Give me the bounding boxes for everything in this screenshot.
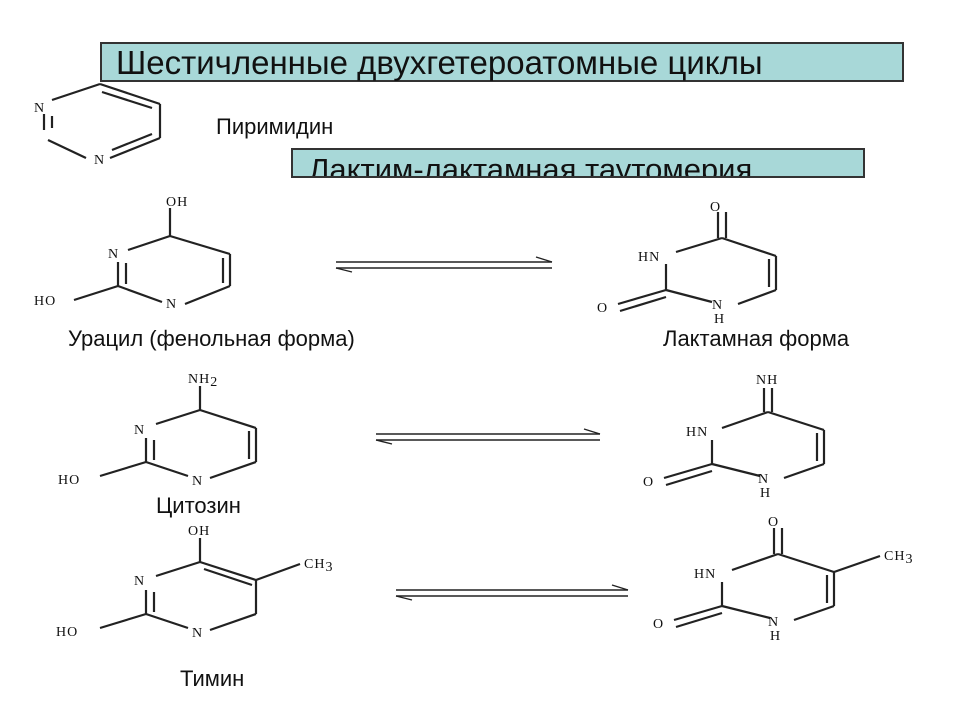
cytosine-tautomer-hn: HN <box>686 425 708 440</box>
uracil-lactam-o4: O <box>710 200 721 215</box>
cytosine-tautomer-n: N <box>758 472 769 487</box>
equilibrium-arrow-3 <box>395 584 629 601</box>
main-title: Шестичленные двухгетероатомные циклы <box>100 42 904 82</box>
thymine-tautomer-structure: O HN N H O CH3 <box>653 515 913 644</box>
pyrimidine-n3: N <box>94 153 105 168</box>
thymine-structure: OH N N HO CH3 <box>56 524 333 641</box>
caption-cytosine: Цитозин <box>156 493 241 518</box>
thymine-ch3-sub: 3 <box>325 560 333 575</box>
cytosine-n1: N <box>134 423 145 438</box>
thymine-oh: OH <box>188 524 210 539</box>
uracil-lactam-o2: O <box>597 301 608 316</box>
uracil-lactam-structure: O HN N H O <box>597 200 778 327</box>
cytosine-nh2-sub: 2 <box>210 375 218 390</box>
thymine-ho: HO <box>56 625 78 640</box>
cytosine-n3: N <box>192 474 203 489</box>
uracil-phenol-structure: OH N N HO <box>34 195 232 312</box>
uracil-lactam-n: N <box>712 298 723 313</box>
thymine-tautomer-ch3: CH3 <box>884 549 913 567</box>
cytosine-structure: NH2 N N HO <box>58 372 258 489</box>
uracil-lactam-h: H <box>714 312 725 327</box>
thymine-tautomer-ch3-main: CH <box>884 549 905 564</box>
thymine-n1: N <box>134 574 145 589</box>
thymine-tautomer-o2: O <box>653 617 664 632</box>
thymine-tautomer-h: H <box>770 629 781 644</box>
uracil-ho: HO <box>34 294 56 309</box>
thymine-tautomer-o4: O <box>768 515 779 530</box>
tautomerism-title: Лактим-лактамная таутомерия <box>291 148 865 178</box>
cytosine-nh2: NH2 <box>188 372 218 390</box>
cytosine-nh2-main: NH <box>188 372 210 387</box>
cytosine-tautomer-structure: NH HN N H O <box>643 373 826 501</box>
thymine-tautomer-hn: HN <box>694 567 716 582</box>
thymine-tautomer-ch3-sub: 3 <box>905 552 913 567</box>
caption-lactam: Лактамная форма <box>663 326 850 351</box>
uracil-n1: N <box>108 247 119 262</box>
uracil-n3: N <box>166 297 177 312</box>
pyrimidine-structure: N N <box>34 82 162 168</box>
cytosine-ho: HO <box>58 473 80 488</box>
caption-thymine: Тимин <box>180 666 245 691</box>
equilibrium-arrow-2 <box>375 428 601 445</box>
pyrimidine-n1: N <box>34 101 45 116</box>
thymine-tautomer-n: N <box>768 615 779 630</box>
thymine-n3: N <box>192 626 203 641</box>
uracil-lactam-hn: HN <box>638 250 660 265</box>
cytosine-tautomer-o: O <box>643 475 654 490</box>
caption-uracil: Урацил (фенольная форма) <box>68 326 355 351</box>
thymine-ch3: CH3 <box>304 557 333 575</box>
caption-pyrimidine: Пиримидин <box>216 114 334 139</box>
cytosine-tautomer-h: H <box>760 486 771 501</box>
thymine-ch3-main: CH <box>304 557 325 572</box>
cytosine-tautomer-nh: NH <box>756 373 778 388</box>
uracil-oh: OH <box>166 195 188 210</box>
equilibrium-arrow-1 <box>335 256 553 273</box>
